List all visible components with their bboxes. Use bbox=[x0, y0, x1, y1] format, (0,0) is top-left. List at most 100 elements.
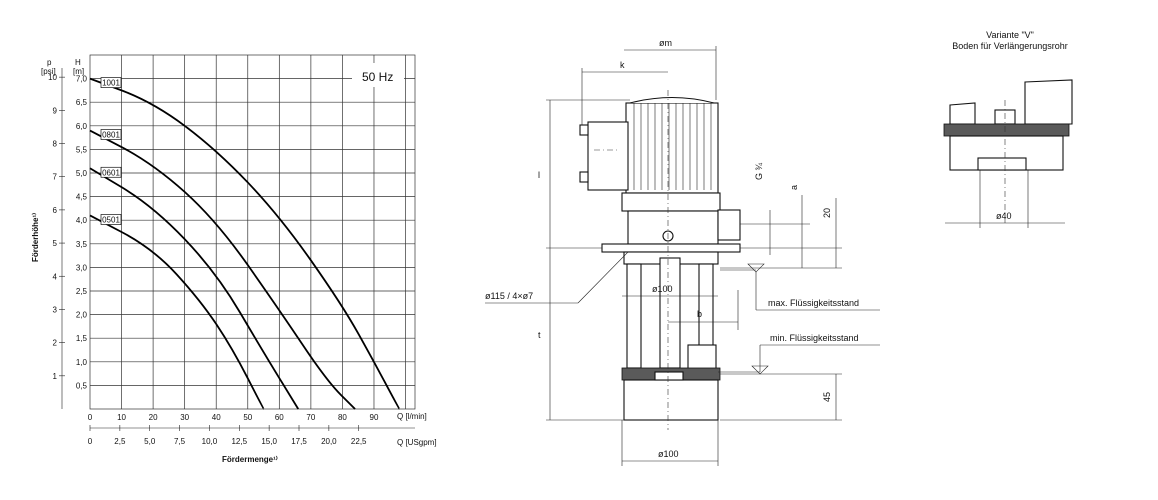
y-tick-m: 2,0 bbox=[76, 311, 88, 320]
x-tick-lmin: 20 bbox=[149, 413, 158, 422]
curve-label-0601: 0601 bbox=[102, 168, 120, 177]
dim-45: 45 bbox=[822, 392, 832, 402]
variant-pipe-socket bbox=[977, 157, 1027, 171]
y-axis-label: Förderhöhe¹⁾ bbox=[31, 213, 40, 262]
y-tick-m: 2,5 bbox=[76, 287, 88, 296]
variant-housing-top bbox=[943, 123, 1070, 137]
cable-gland-bottom bbox=[579, 171, 589, 183]
x-tick-usgpm: 17,5 bbox=[291, 437, 307, 446]
curve-label-box bbox=[100, 77, 122, 88]
chart-title: 50 Hz bbox=[362, 70, 393, 84]
pump-curve-0801 bbox=[89, 129, 356, 410]
x-tick-usgpm: 20,0 bbox=[321, 437, 337, 446]
column-left bbox=[626, 263, 642, 369]
y-tick-m: 3,0 bbox=[76, 263, 88, 272]
dim-flange: ø115 / 4×ø7 bbox=[485, 291, 533, 301]
outlet-port bbox=[717, 209, 741, 241]
motor-top-cap bbox=[629, 96, 715, 104]
dim-d40: ø40 bbox=[996, 211, 1012, 221]
x-tick-usgpm: 12,5 bbox=[231, 437, 247, 446]
y-tick-m: 0,5 bbox=[76, 381, 88, 390]
x-tick-usgpm: 22,5 bbox=[351, 437, 367, 446]
pump-curve-0601 bbox=[89, 167, 300, 410]
x-tick-lmin: 50 bbox=[243, 413, 252, 422]
y-tick-psi: 3 bbox=[53, 305, 58, 314]
pump-head bbox=[627, 210, 719, 245]
variant-column-left bbox=[949, 102, 976, 125]
x-tick-lmin: 40 bbox=[212, 413, 221, 422]
dim-om: øm bbox=[659, 38, 672, 48]
variant-v-drawing: Variante "V" Boden für Verlängerungsrohr… bbox=[943, 30, 1073, 228]
y-tick-m: 1,5 bbox=[76, 334, 88, 343]
plot-frame bbox=[89, 54, 416, 410]
curve-label-1001: 1001 bbox=[102, 79, 120, 88]
dim-t: t bbox=[538, 330, 541, 340]
x-tick-usgpm: 2,5 bbox=[114, 437, 126, 446]
x-tick-lmin: 60 bbox=[275, 413, 284, 422]
curve-label-box bbox=[100, 166, 122, 178]
y-tick-psi: 8 bbox=[53, 140, 58, 149]
y-tick-psi: 5 bbox=[53, 239, 58, 248]
pump-curve-0501 bbox=[89, 214, 265, 410]
y-axis-m-ticks: 0,51,01,52,02,53,03,54,04,55,05,56,06,57… bbox=[76, 75, 88, 391]
y-tick-psi: 2 bbox=[53, 339, 58, 348]
x-tick-usgpm: 15,0 bbox=[261, 437, 277, 446]
dim-a: a bbox=[789, 185, 799, 190]
pump-curve-chart: 0,51,01,52,02,53,03,54,04,55,05,56,06,57… bbox=[31, 54, 437, 464]
x-tick-lmin: 10 bbox=[117, 413, 126, 422]
pump-curve-1001 bbox=[89, 77, 401, 410]
x-tick-lmin: 0 bbox=[88, 413, 93, 422]
x-axis-label: Fördermenge¹⁾ bbox=[222, 455, 278, 464]
x-unit-usgpm: Q [USgpm] bbox=[397, 438, 437, 447]
y-tick-psi: 9 bbox=[53, 106, 58, 115]
shaft-tube bbox=[659, 257, 681, 369]
y-tick-psi: 7 bbox=[53, 173, 58, 182]
dim-l: l bbox=[538, 170, 540, 180]
y-tick-m: 5,0 bbox=[76, 169, 88, 178]
dim-20: 20 bbox=[822, 208, 832, 218]
mounting-flange bbox=[601, 243, 741, 253]
y-tick-psi: 6 bbox=[53, 206, 58, 215]
y-tick-m: 6,5 bbox=[76, 98, 88, 107]
x-tick-usgpm: 10,0 bbox=[202, 437, 218, 446]
curve-label-box bbox=[100, 129, 122, 140]
grid-lines bbox=[90, 55, 415, 409]
terminal-box bbox=[587, 121, 629, 191]
variant-subtitle: Boden für Verlängerungsrohr bbox=[952, 41, 1068, 51]
pump-curves bbox=[89, 77, 401, 410]
y-tick-m: 6,0 bbox=[76, 122, 88, 131]
x-tick-lmin: 70 bbox=[306, 413, 315, 422]
dim-b: b bbox=[697, 309, 702, 319]
y-unit-m-top: H bbox=[75, 58, 81, 67]
x-tick-usgpm: 5,0 bbox=[144, 437, 156, 446]
min-level-label: min. Flüssigkeitsstand bbox=[770, 333, 859, 343]
x-tick-lmin: 80 bbox=[338, 413, 347, 422]
max-level-label: max. Flüssigkeitsstand bbox=[768, 298, 859, 308]
y-tick-psi: 10 bbox=[48, 73, 57, 82]
x-tick-lmin: 90 bbox=[370, 413, 379, 422]
motor-housing bbox=[625, 102, 719, 194]
y-unit-psi-top: p bbox=[47, 58, 52, 67]
impeller-housing bbox=[623, 379, 719, 421]
x-unit-lmin: Q [l/min] bbox=[397, 412, 427, 421]
curve-label-0501: 0501 bbox=[102, 215, 120, 224]
y-tick-m: 7,0 bbox=[76, 75, 88, 84]
dim-d100-top: ø100 bbox=[652, 284, 673, 294]
cable-gland-top bbox=[579, 124, 589, 136]
x-tick-usgpm: 7,5 bbox=[174, 437, 186, 446]
variant-title: Variante "V" bbox=[986, 30, 1034, 40]
y-unit-m-bottom: [m] bbox=[73, 67, 84, 76]
motor-fins bbox=[633, 103, 712, 190]
dim-d100-bottom: ø100 bbox=[658, 449, 679, 459]
suction-inlet bbox=[654, 371, 684, 381]
y-tick-m: 3,5 bbox=[76, 240, 88, 249]
y-tick-m: 4,5 bbox=[76, 193, 88, 202]
curve-label-box bbox=[100, 214, 122, 225]
variant-column-right bbox=[1024, 79, 1073, 125]
y-tick-psi: 4 bbox=[53, 272, 58, 281]
